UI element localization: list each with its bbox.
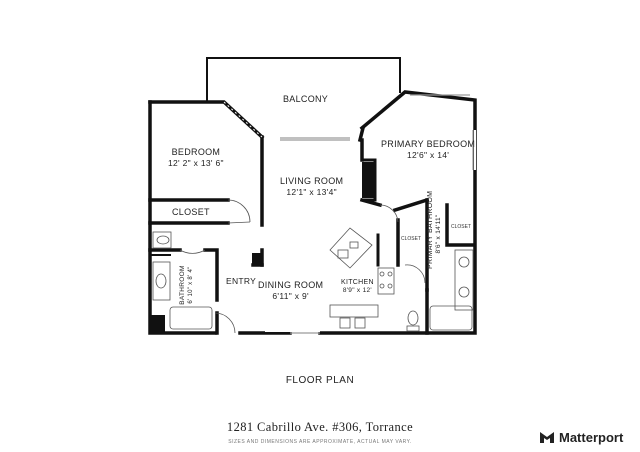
primary-bathroom-size: 8'6" x 14'11" <box>435 214 442 254</box>
primary-bedroom-label: PRIMARY BEDROOM 12'6" x 14' <box>381 139 475 161</box>
matterport-logo-icon <box>540 432 554 443</box>
closet-primary-label: CLOSET <box>401 236 421 242</box>
bathroom-name: BATHROOM <box>179 265 186 305</box>
balcony-label: BALCONY <box>283 94 328 105</box>
bathroom-label: BATHROOM 6' 10" x 8' 4" <box>179 260 195 310</box>
dining-room-label: DINING ROOM 6'11" x 9' <box>258 280 323 302</box>
kitchen-fixtures <box>329 227 395 329</box>
bathroom-fixtures <box>152 231 474 332</box>
closet-bedroom-name: CLOSET <box>172 207 210 217</box>
entry-label: ENTRY <box>226 276 256 287</box>
closet-primary-bath-name: CLOSET <box>451 224 472 230</box>
plan-title: FLOOR PLAN <box>285 375 355 386</box>
windows <box>223 94 476 334</box>
property-address: 1281 Cabrillo Ave. #306, Torrance <box>226 420 414 434</box>
balcony-name: BALCONY <box>283 94 329 104</box>
primary-bathroom-label: PRIMARY BATHROOM 8'6" x 14'11" <box>427 191 443 269</box>
kitchen-label: KITCHEN 8'9" x 12' <box>341 279 374 295</box>
dining-room-name: DINING ROOM <box>258 280 324 290</box>
kitchen-name: KITCHEN <box>341 279 374 286</box>
primary-bathroom-name: PRIMARY BATHROOM <box>427 190 434 269</box>
brand-logo: Matterport <box>539 429 623 445</box>
bathroom-size: 6' 10" x 8' 4" <box>188 266 194 304</box>
wall-solids <box>150 162 374 333</box>
primary-bedroom-name: PRIMARY BEDROOM <box>381 139 476 149</box>
brand-name: Matterport <box>559 429 624 445</box>
closet-primary-name: CLOSET <box>401 236 422 242</box>
closet-primary-bath-label: CLOSET <box>451 224 471 230</box>
living-room-name: LIVING ROOM <box>280 176 344 186</box>
closet-bedroom-label: CLOSET <box>172 207 210 218</box>
primary-bedroom-size: 12'6" x 14' <box>407 150 450 160</box>
walls <box>148 57 477 335</box>
bedroom-name: BEDROOM <box>171 147 221 157</box>
size-disclaimer: SIZES AND DIMENSIONS ARE APPROXIMATE, AC… <box>228 439 412 445</box>
kitchen-size: 8'9" x 12' <box>342 287 372 294</box>
doors <box>179 199 426 334</box>
bedroom-size: 12' 2" x 13' 6" <box>168 158 224 168</box>
living-room-size: 12'1" x 13'4" <box>286 187 337 197</box>
dining-room-size: 6'11" x 9' <box>272 291 309 301</box>
bedroom-label: BEDROOM 12' 2" x 13' 6" <box>168 147 224 169</box>
entry-name: ENTRY <box>226 276 257 286</box>
living-room-label: LIVING ROOM 12'1" x 13'4" <box>280 176 343 198</box>
